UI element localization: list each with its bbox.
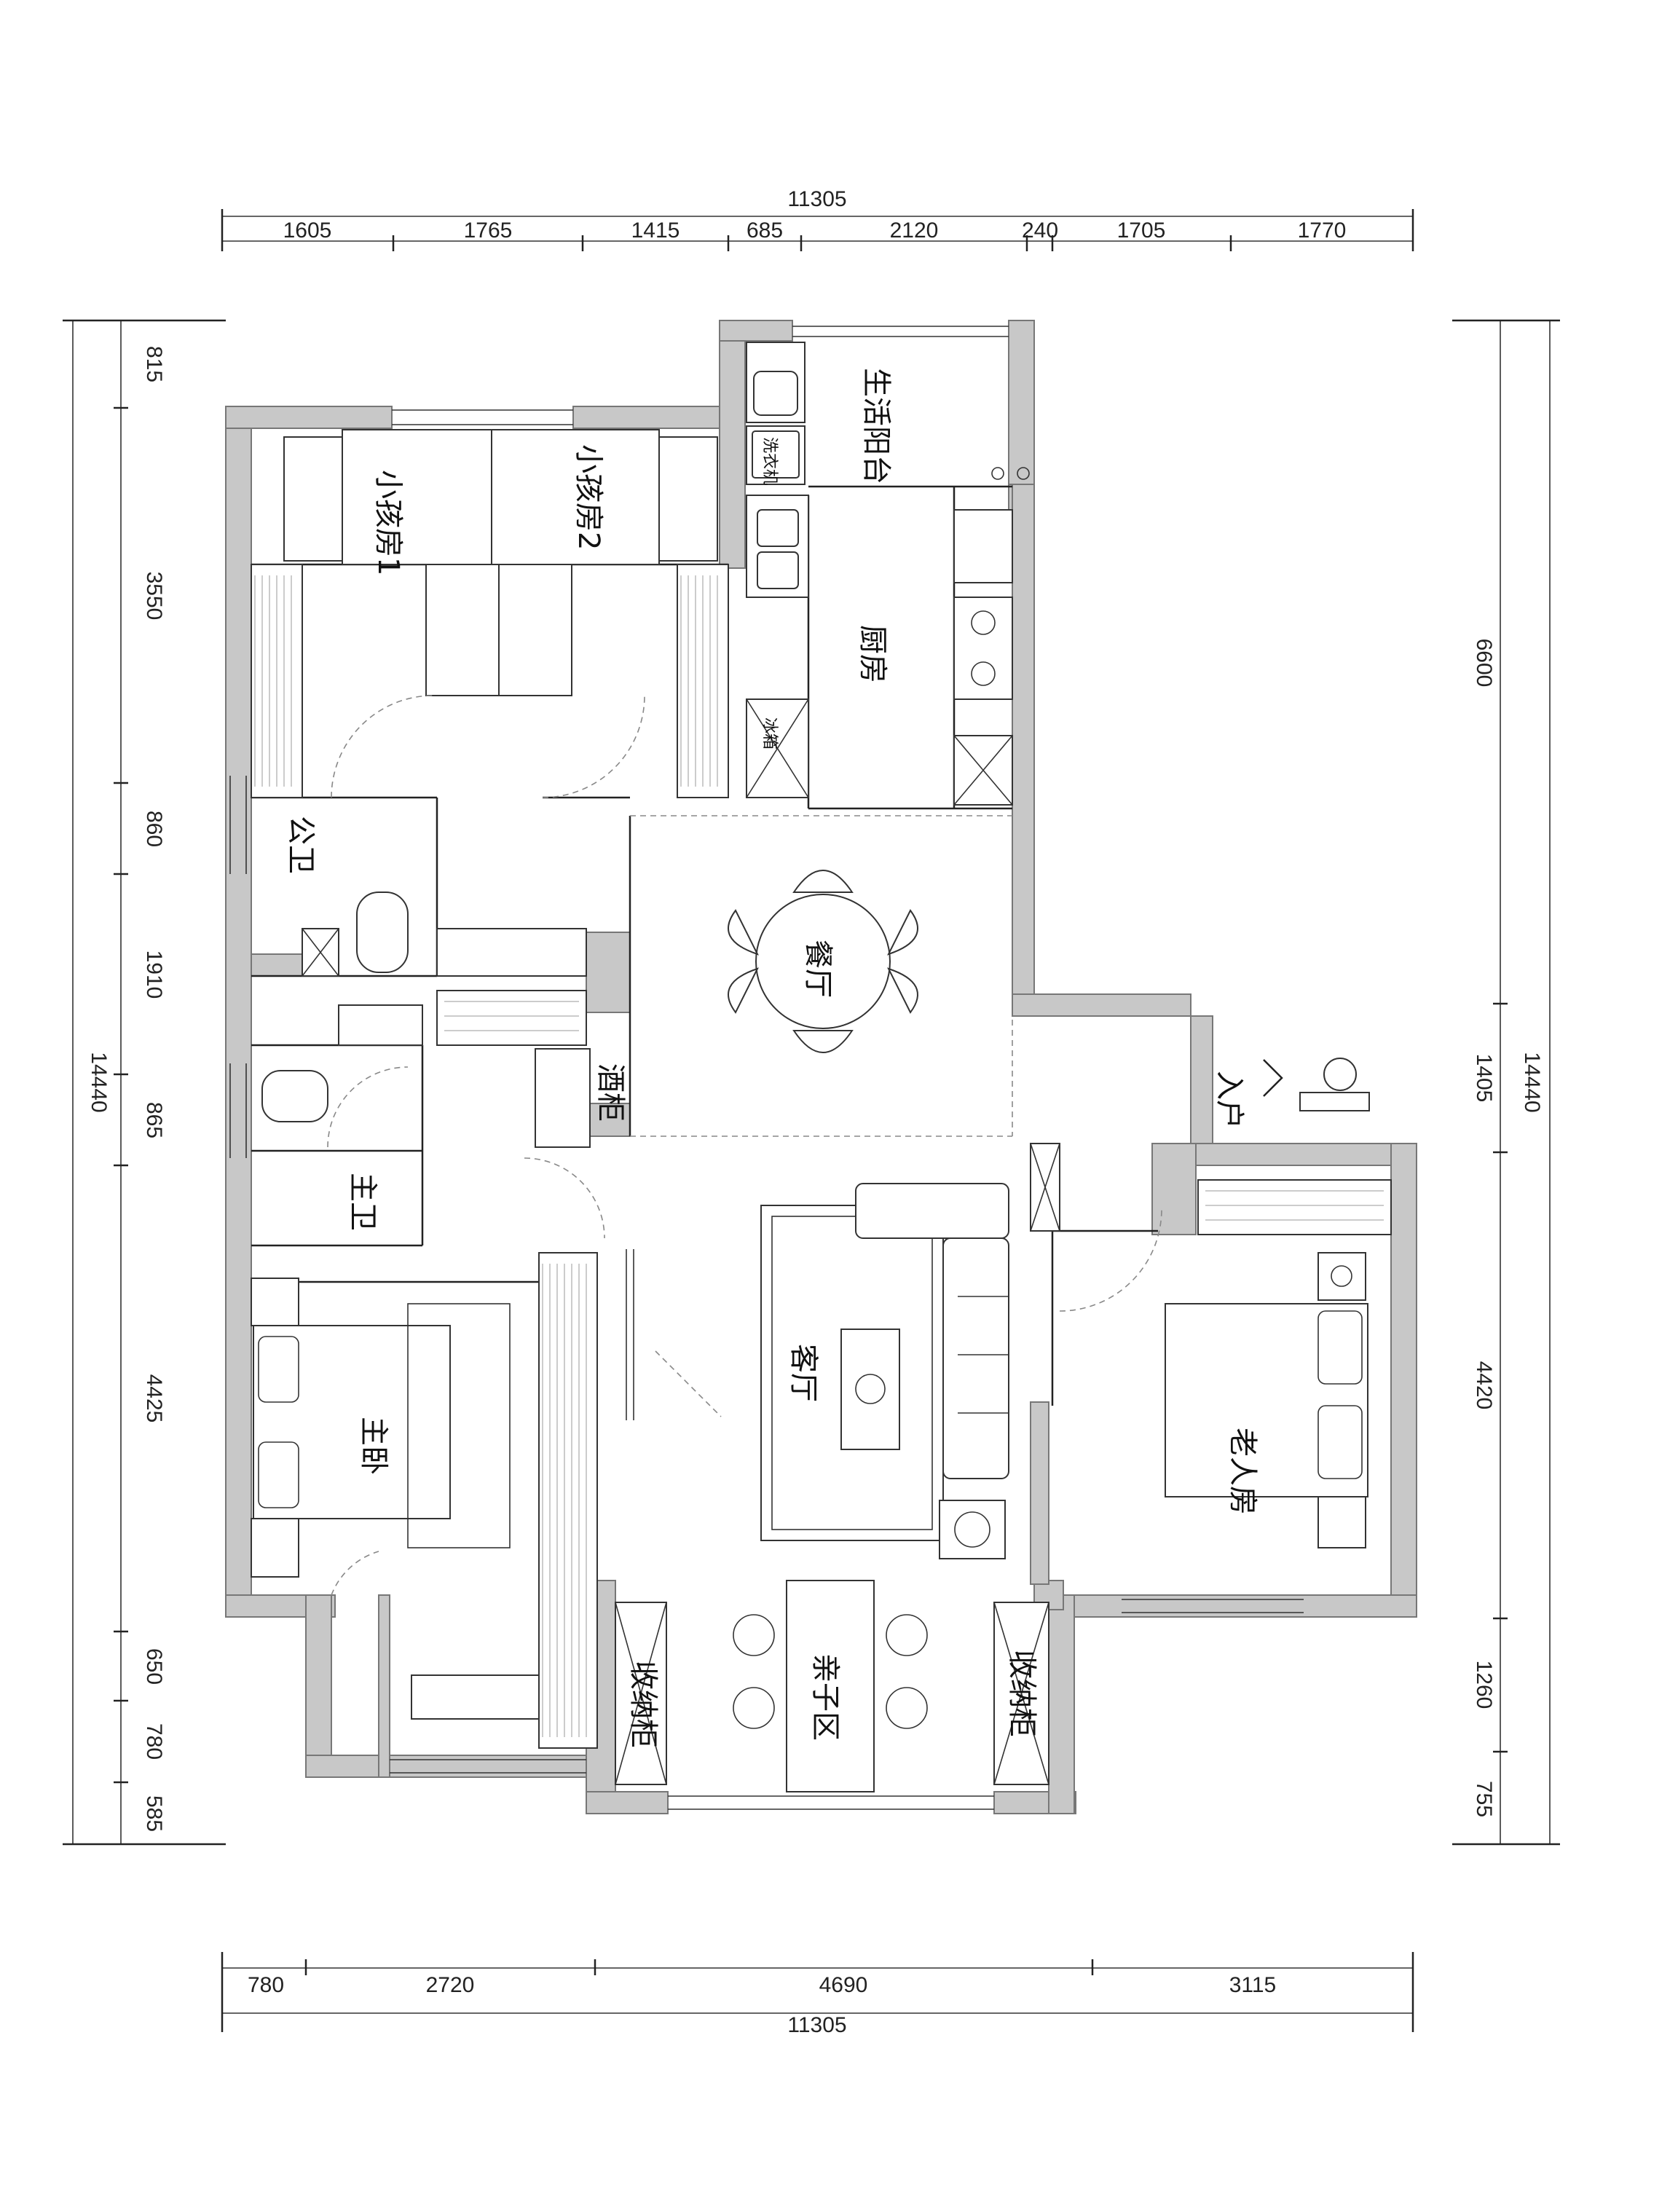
elder-bed <box>1165 1252 1368 1548</box>
bottom-dim-1: 780 <box>248 1973 284 1997</box>
right-dim-3: 4420 <box>1472 1361 1496 1410</box>
left-dim-1: 815 <box>142 346 166 382</box>
left-dim-2: 3550 <box>142 572 166 621</box>
bottom-total-dim: 11305 <box>787 2013 846 2037</box>
label-wine-cabinet: 酒柜 <box>594 1063 627 1122</box>
label-master-bath: 主卫 <box>346 1173 379 1231</box>
living-furniture <box>626 1183 1162 1559</box>
left-dim-3: 860 <box>142 811 166 847</box>
right-dim-4: 1260 <box>1472 1661 1496 1709</box>
label-kid-room-1: 小孩房1 <box>371 470 405 575</box>
left-dim-9: 585 <box>142 1795 166 1832</box>
top-dim-6: 240 <box>1022 219 1058 243</box>
left-dim-4: 1910 <box>142 950 166 999</box>
left-dim-7: 650 <box>142 1648 166 1685</box>
label-washer: 洗衣机 <box>760 437 779 485</box>
top-dim-7: 1705 <box>1117 219 1166 243</box>
kid-room-fixtures <box>251 429 729 798</box>
right-dim-1: 6600 <box>1472 639 1496 688</box>
top-dim-3: 1415 <box>631 219 680 243</box>
kitchen-fixtures <box>746 495 1013 806</box>
left-dim-6: 4425 <box>142 1374 166 1423</box>
bottom-dim-4: 3115 <box>1229 1973 1277 1997</box>
bottom-dimensions: 780 2720 4690 3115 11305 <box>221 1952 1414 2037</box>
label-storage-right: 收纳柜 <box>1005 1650 1039 1737</box>
balcony-fixtures <box>746 342 1030 495</box>
left-total-dim: 14440 <box>87 1052 111 1112</box>
bottom-dim-2: 2720 <box>426 1973 475 1997</box>
dashed-lines <box>630 815 1013 1137</box>
right-dim-2: 1405 <box>1472 1054 1496 1103</box>
right-dim-5: 755 <box>1472 1781 1496 1817</box>
top-dim-2: 1765 <box>464 219 513 243</box>
top-dim-1: 1605 <box>283 219 332 243</box>
label-service-balcony: 生活阳台 <box>859 368 893 484</box>
left-dim-8: 780 <box>142 1723 166 1760</box>
entry-person-icon <box>1263 1058 1370 1111</box>
top-dim-4: 685 <box>747 219 783 243</box>
label-fridge: 冰箱 <box>760 717 779 749</box>
label-family-area: 亲子区 <box>808 1653 842 1741</box>
label-master-bedroom: 主卧 <box>357 1417 390 1475</box>
label-storage-left: 收纳柜 <box>626 1661 660 1748</box>
top-dim-5: 2120 <box>890 219 939 243</box>
right-total-dim: 14440 <box>1520 1052 1544 1112</box>
family-area <box>615 1580 1049 1792</box>
label-entry: 入户 <box>1213 1071 1246 1129</box>
label-living: 客厅 <box>787 1344 820 1402</box>
windows <box>229 326 1304 1810</box>
label-elder-room: 老人房 <box>1226 1428 1259 1515</box>
top-dim-8: 1770 <box>1298 219 1347 243</box>
room-labels: 生活阳台 洗衣机 小孩房1 小孩房2 厨房 冰箱 公卫 餐厅 入户 酒柜 主卫 … <box>284 368 1259 1748</box>
left-dim-5: 865 <box>142 1102 166 1138</box>
top-total-dim: 11305 <box>787 187 846 211</box>
walls <box>225 320 1417 1814</box>
right-dimensions: 14440 6600 1405 4420 1260 755 <box>1452 319 1560 1846</box>
cabinets <box>436 990 1392 1749</box>
cabinet-hatch <box>254 575 1384 1737</box>
master-bed <box>251 1278 540 1720</box>
label-public-bath: 公卫 <box>284 816 318 874</box>
dining-table <box>728 870 918 1053</box>
left-dimensions: 14440 815 3550 860 1910 865 4425 650 780… <box>63 319 226 1846</box>
label-kitchen: 厨房 <box>856 625 889 683</box>
top-dimensions: 11305 1605 1765 1415 685 2120 240 1705 1… <box>221 187 1414 251</box>
label-dining: 餐厅 <box>801 940 835 998</box>
label-kid-room-2: 小孩房2 <box>572 444 605 550</box>
bath-fixtures <box>261 892 605 1239</box>
bottom-dim-3: 4690 <box>819 1973 868 1997</box>
